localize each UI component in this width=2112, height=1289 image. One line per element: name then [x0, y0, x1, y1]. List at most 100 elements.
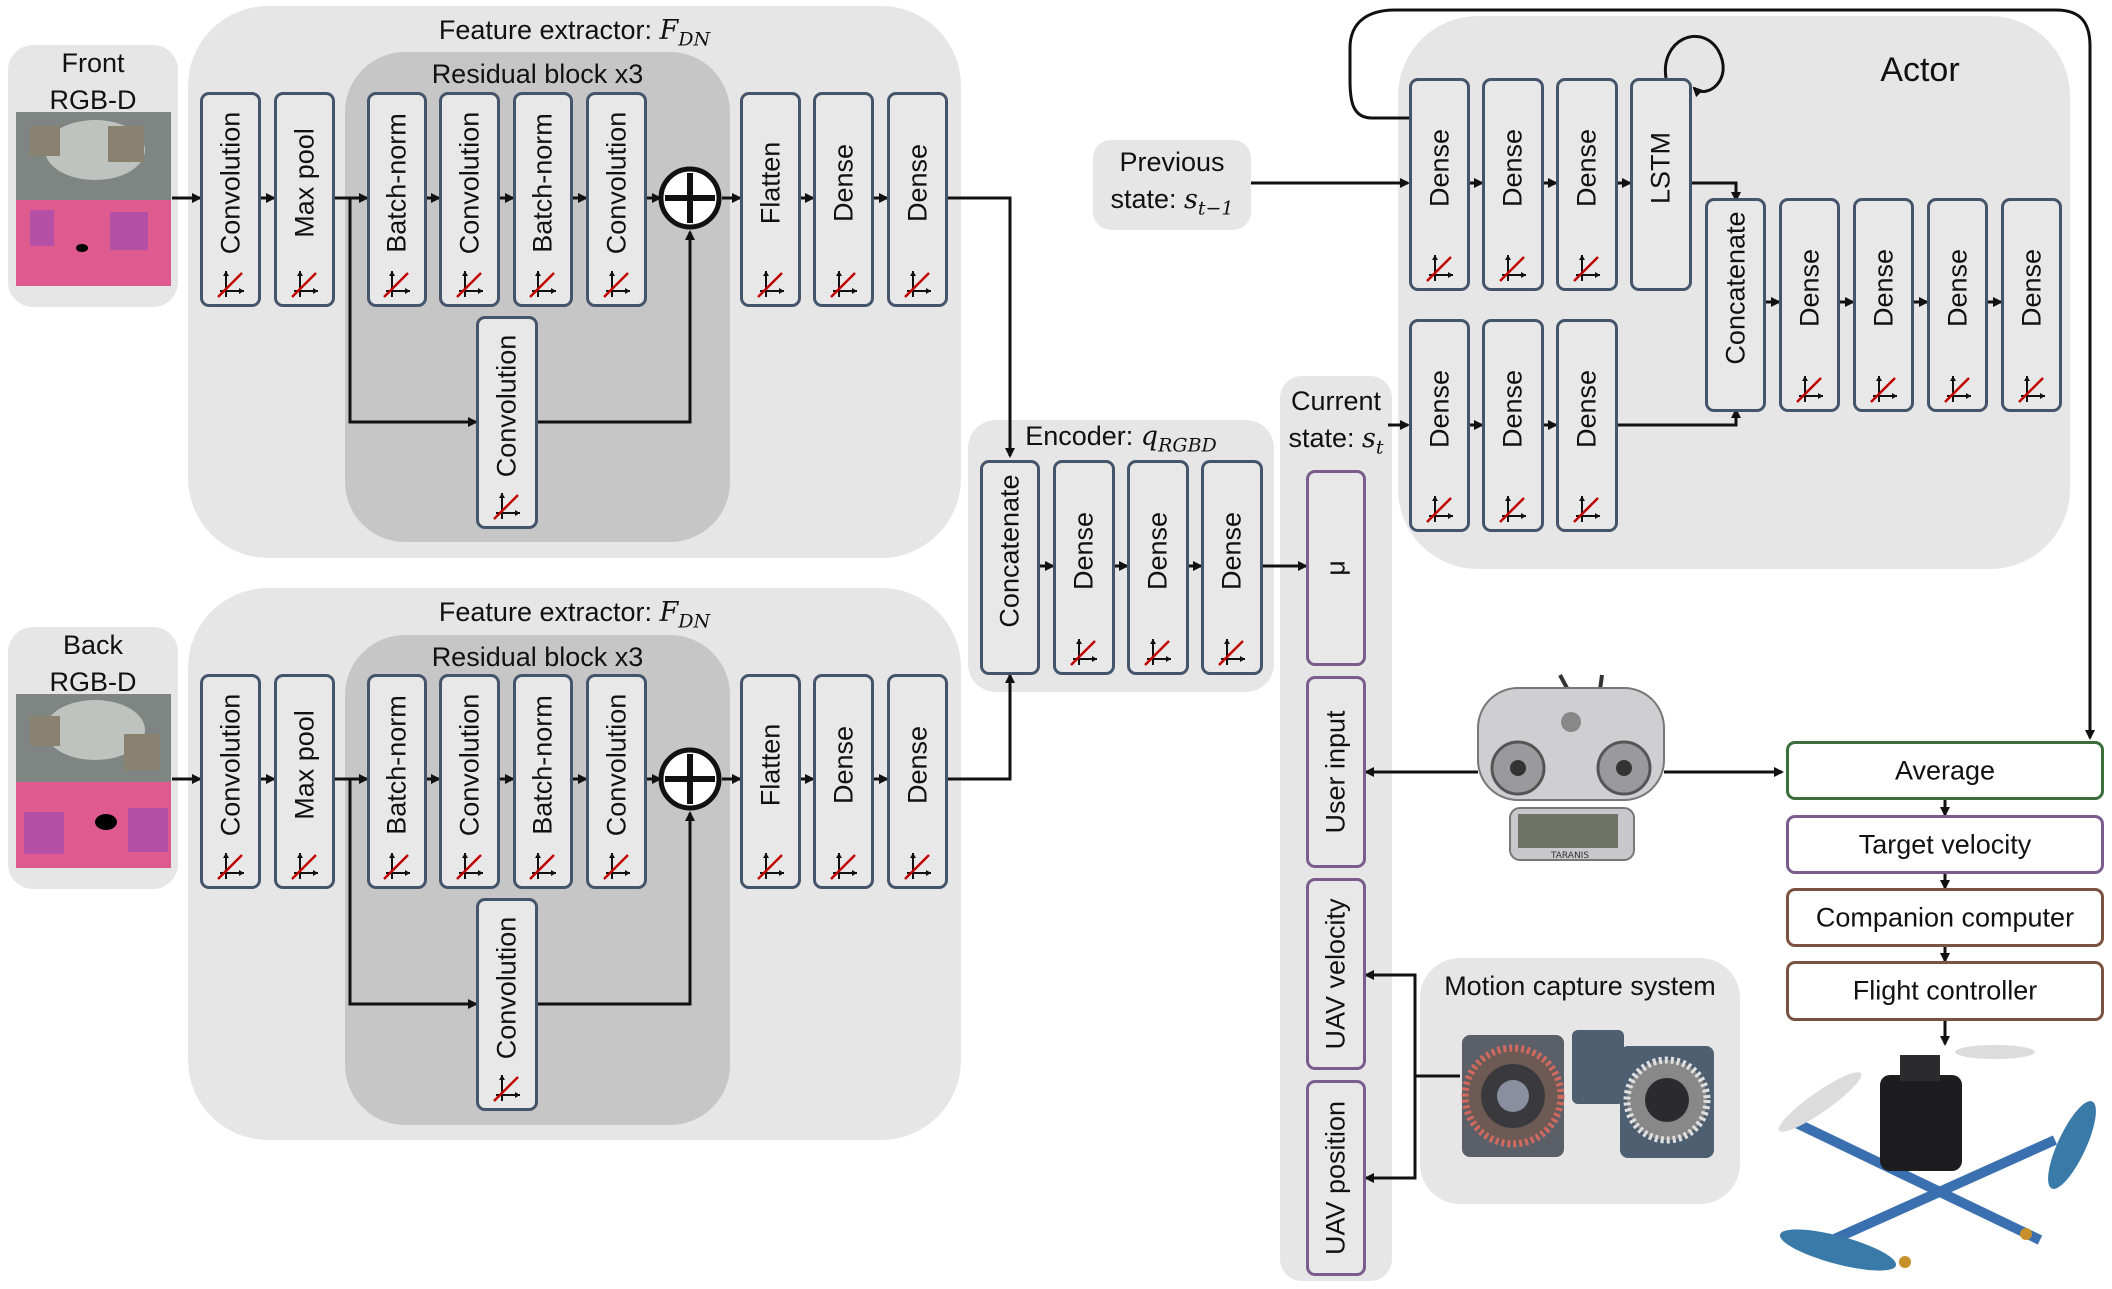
radio-transmitter-image: TARANIS — [1477, 674, 1665, 861]
activation-icon — [529, 271, 556, 298]
actor-row1-layer: Dense — [1409, 78, 1470, 291]
activation-icon — [1425, 255, 1453, 282]
fe-bottom-layer-label: Batch-norm — [527, 694, 558, 835]
lstm-self-loop — [1663, 34, 1725, 98]
arrow-mocap-split — [1364, 970, 1460, 1078]
actor-row1-layer: Dense — [1482, 78, 1544, 291]
activation-icon — [455, 271, 483, 298]
activation-icon — [455, 853, 483, 880]
fe-bottom-layer: Batch-norm — [367, 674, 427, 889]
actor-tail-layer: Dense — [1779, 198, 1840, 412]
encoder-layer: Dense — [1053, 460, 1115, 675]
current-state-label: Current state: st — [1280, 383, 1392, 466]
fe-top-layer-label: Batch-norm — [381, 112, 412, 253]
fe-bottom-layer: Flatten — [740, 674, 801, 889]
state-user-input-label: User input — [1320, 710, 1351, 834]
actor-row2-layer: Dense — [1556, 319, 1618, 532]
encoder-title-sub: RGBD — [1158, 434, 1217, 457]
activation-icon — [1144, 639, 1171, 666]
activation-icon — [1943, 376, 1971, 403]
fe-top-layer: Dense — [813, 92, 874, 307]
activation-icon — [216, 271, 244, 298]
actor-layer-label: Dense — [1424, 128, 1454, 207]
fe-top-title-text: Feature extractor: — [438, 15, 660, 45]
fe-bottom-layer: Max pool — [274, 674, 335, 889]
previous-state-line1: Previous — [1119, 147, 1225, 177]
fe-top-layer: Convolution — [476, 316, 538, 529]
actor-lstm: LSTM — [1630, 78, 1692, 291]
activation-icon — [529, 853, 556, 880]
fe-bottom-layer: Convolution — [200, 674, 261, 889]
state-mu: μ — [1306, 470, 1366, 666]
fe-bottom-layer: Dense — [887, 674, 948, 889]
previous-state-panel — [1093, 140, 1251, 230]
activation-icon — [903, 853, 931, 880]
radio-brand-text: TARANIS — [1550, 851, 1589, 861]
fe-top-layer-label: Convolution — [491, 334, 522, 478]
actor-layer-label: Concatenate — [1720, 211, 1750, 365]
fe-bottom-title-text: Feature extractor: — [438, 597, 660, 627]
state-uav-position: UAV position — [1306, 1080, 1366, 1276]
fe-bottom-layer-label: Dense — [828, 725, 858, 804]
fe-top-layer-label: Convolution — [454, 111, 484, 255]
pipeline-flight-controller: Flight controller — [1786, 961, 2104, 1021]
front-cam-line1: Front — [61, 48, 125, 78]
fe-bottom-title: Feature extractor: FDN — [188, 594, 961, 640]
fe-top-title-sub: DN — [678, 28, 711, 51]
activation-icon — [1869, 376, 1897, 403]
add-circle-bottom — [658, 747, 722, 811]
encoder-layer-label: Concatenate — [994, 474, 1025, 628]
actor-layer-label: Dense — [1424, 369, 1454, 448]
back-cam-label: Back RGB-D — [8, 627, 178, 701]
previous-state-sym: s — [1184, 184, 1198, 215]
fe-bottom-layer-label: Convolution — [601, 693, 631, 837]
fe-bottom-layer: Convolution — [586, 674, 647, 889]
actor-row2-layer: Dense — [1409, 319, 1470, 532]
front-cam-line2: RGB-D — [49, 85, 137, 115]
actor-concatenate: Concatenate — [1705, 198, 1766, 412]
fe-bottom-layer-label: Flatten — [755, 723, 785, 807]
activation-icon — [493, 493, 520, 520]
fe-top-layer: Max pool — [274, 92, 335, 307]
activation-icon — [383, 853, 410, 880]
fe-bottom-layer-label: Convolution — [215, 693, 245, 837]
fe-bottom-layer-label: Batch-norm — [381, 694, 412, 835]
drone-image — [1778, 1045, 2096, 1271]
encoder-layer: Dense — [1201, 460, 1263, 675]
encoder-panel — [968, 420, 1274, 692]
activation-icon — [1795, 376, 1823, 403]
fe-bottom-title-sym: F — [659, 597, 679, 628]
current-state-sym: s — [1362, 423, 1376, 454]
encoder-layer-label: Dense — [1142, 511, 1173, 590]
fe-bottom-layer-label: Max pool — [289, 709, 319, 820]
activation-icon — [1573, 496, 1600, 523]
pipeline-target-velocity-label: Target velocity — [1858, 829, 2032, 859]
actor-layer-label: LSTM — [1645, 131, 1676, 204]
fe-bottom-layer-label: Convolution — [454, 693, 484, 837]
state-mu-label: μ — [1320, 560, 1351, 576]
encoder-title: Encoder: qRGBD — [968, 418, 1274, 464]
activation-icon — [1573, 255, 1600, 282]
fe-bottom-layer: Dense — [813, 674, 874, 889]
current-state-line2-wrap: state: st — [1280, 420, 1392, 466]
actor-layer-label: Dense — [1571, 128, 1602, 207]
encoder-title-text: Encoder: — [1025, 421, 1141, 451]
fe-top-layer: Convolution — [200, 92, 261, 307]
actor-layer-label: Dense — [1497, 128, 1528, 207]
activation-icon — [290, 853, 318, 880]
actor-row2-layer: Dense — [1482, 319, 1544, 532]
actor-tail-layer: Dense — [1927, 198, 1988, 412]
state-uav-velocity: UAV velocity — [1306, 878, 1366, 1070]
actor-title: Actor — [1880, 51, 1960, 89]
mocap-cameras-image — [1461, 1030, 1714, 1158]
encoder-layer: Dense — [1127, 460, 1189, 675]
actor-layer-label: Dense — [1794, 249, 1824, 328]
actor-tail-layer: Dense — [1853, 198, 1914, 412]
pipeline-average: Average — [1786, 741, 2104, 800]
fe-top-title-sym: F — [659, 15, 679, 46]
activation-icon — [493, 1075, 520, 1102]
front-cam-label: Front RGB-D — [8, 45, 178, 119]
back-rgbd-image — [16, 694, 171, 868]
encoder-layer-label: Dense — [1216, 511, 1247, 590]
fe-top-layer: Dense — [887, 92, 948, 307]
